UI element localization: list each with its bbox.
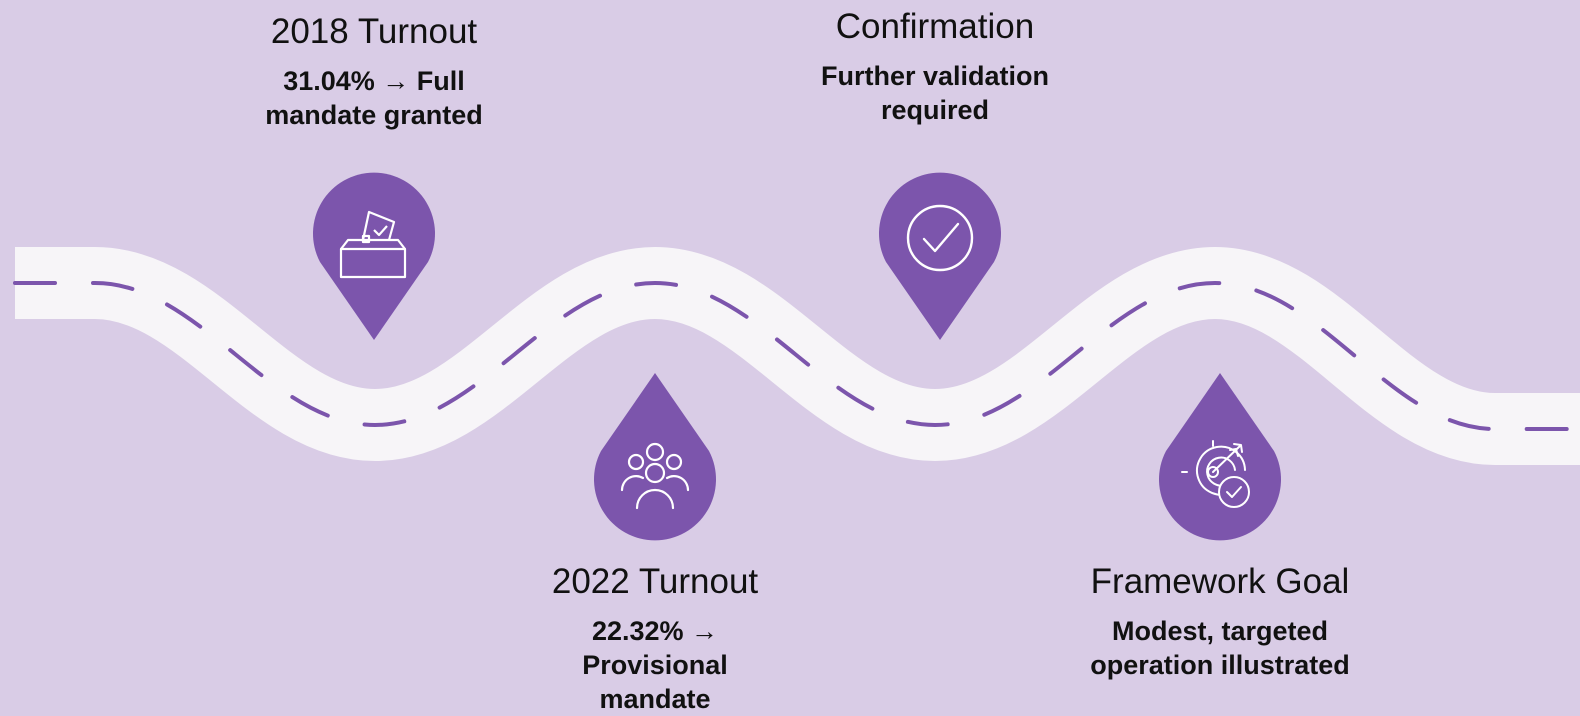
milestone-2018: 2018 Turnout 31.04% → Full mandate grant… xyxy=(234,12,514,132)
target-arrow-check-icon xyxy=(1181,440,1250,508)
milestone-2022: 2022 Turnout 22.32% → Provisional mandat… xyxy=(500,562,810,716)
ballot-box-icon xyxy=(339,210,407,279)
milestone-pin-framework xyxy=(1158,373,1281,541)
milestone-confirmation: Confirmation Further validation required xyxy=(780,7,1090,127)
milestone-title: 2022 Turnout xyxy=(551,562,759,601)
milestone-description: 31.04% → Full mandate granted xyxy=(265,66,483,130)
milestone-description: Modest, targeted operation illustrated xyxy=(1090,616,1350,680)
milestone-description: Further validation required xyxy=(820,61,1050,125)
milestone-pin-2022 xyxy=(594,373,716,541)
road-lane-dashes xyxy=(13,280,1580,431)
people-group-icon xyxy=(620,442,690,510)
milestone-pin-2018 xyxy=(313,172,435,340)
milestone-pin-confirmation xyxy=(879,172,1001,340)
roadmap-diagram xyxy=(13,172,1580,541)
milestone-title: Framework Goal xyxy=(1090,562,1350,601)
check-circle-icon xyxy=(906,204,974,272)
milestone-title: 2018 Turnout xyxy=(270,12,478,51)
milestone-framework: Framework Goal Modest, targeted operatio… xyxy=(1060,562,1380,682)
milestone-title: Confirmation xyxy=(835,7,1035,46)
milestone-description: 22.32% → Provisional mandate xyxy=(582,616,728,714)
